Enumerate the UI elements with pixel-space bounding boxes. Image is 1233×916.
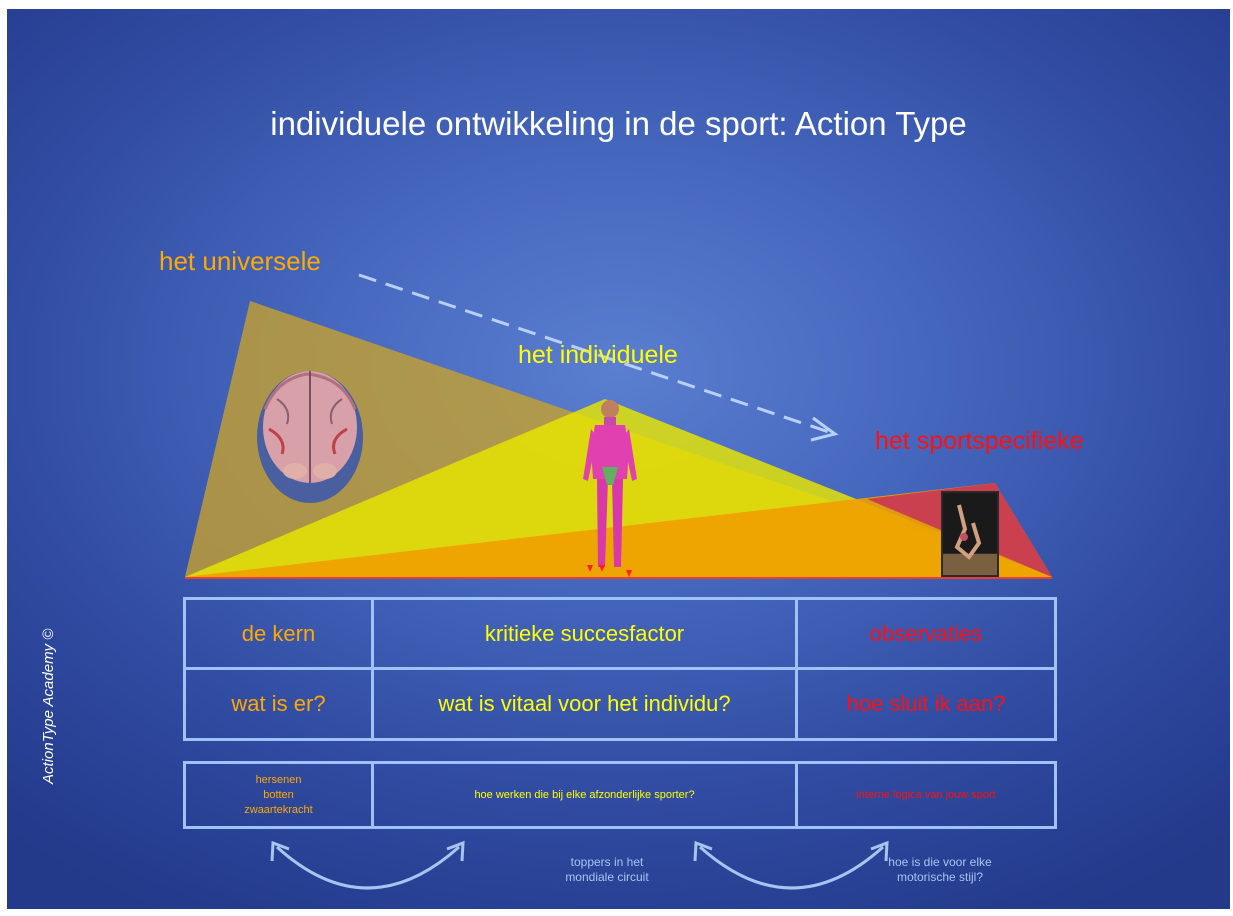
table-cell-what-is-there: wat is er? <box>231 691 326 716</box>
slide-title: individuele ontwikkeling in de sport: Ac… <box>270 105 967 142</box>
detail-cell-basics: hersenen botten zwaartekracht <box>186 764 371 826</box>
curved-double-arrow-icon <box>270 840 465 890</box>
detail-line-bones: botten <box>263 788 294 801</box>
caption-top-athletes: toppers in het mondiale circuit <box>565 855 649 884</box>
detail-cell-internal-logic: interne logica van jouw sport <box>856 789 996 801</box>
gymnast-photo <box>941 491 999 577</box>
label-universal: het universele <box>159 246 321 276</box>
human-figure <box>583 400 637 577</box>
label-individual: het individuele <box>518 341 678 369</box>
caption-motor-style: hoe is die voor elke motorische stijl? <box>888 855 992 884</box>
label-sport-specific: het sportspecifieke <box>875 427 1084 455</box>
table-cell-observations: observaties <box>869 620 983 646</box>
brain-image <box>257 371 363 503</box>
detail-table: hersenen botten zwaartekracht hoe werken… <box>183 761 1057 829</box>
slide: individuele ontwikkeling in de sport: Ac… <box>7 9 1230 909</box>
curved-double-arrow-icon <box>693 840 889 890</box>
triangle-diagram <box>185 273 1052 890</box>
table-cell-how-to-connect: hoe sluit ik aan? <box>846 691 1006 716</box>
credit-text: ActionType Academy © <box>40 628 57 784</box>
table-cell-critical-factor: kritieke succesfactor <box>484 620 685 646</box>
table-cell-what-is-vital: wat is vitaal voor het individu? <box>438 691 731 716</box>
table-cell-core: de kern <box>241 620 316 646</box>
main-table: de kern kritieke succesfactor observatie… <box>183 597 1057 741</box>
detail-line-gravity: zwaartekracht <box>244 803 313 816</box>
detail-line-brain: hersenen <box>255 773 302 786</box>
detail-cell-how-work: hoe werken die bij elke afzonderlijke sp… <box>474 789 695 801</box>
dashed-arrow-icon <box>358 273 839 442</box>
